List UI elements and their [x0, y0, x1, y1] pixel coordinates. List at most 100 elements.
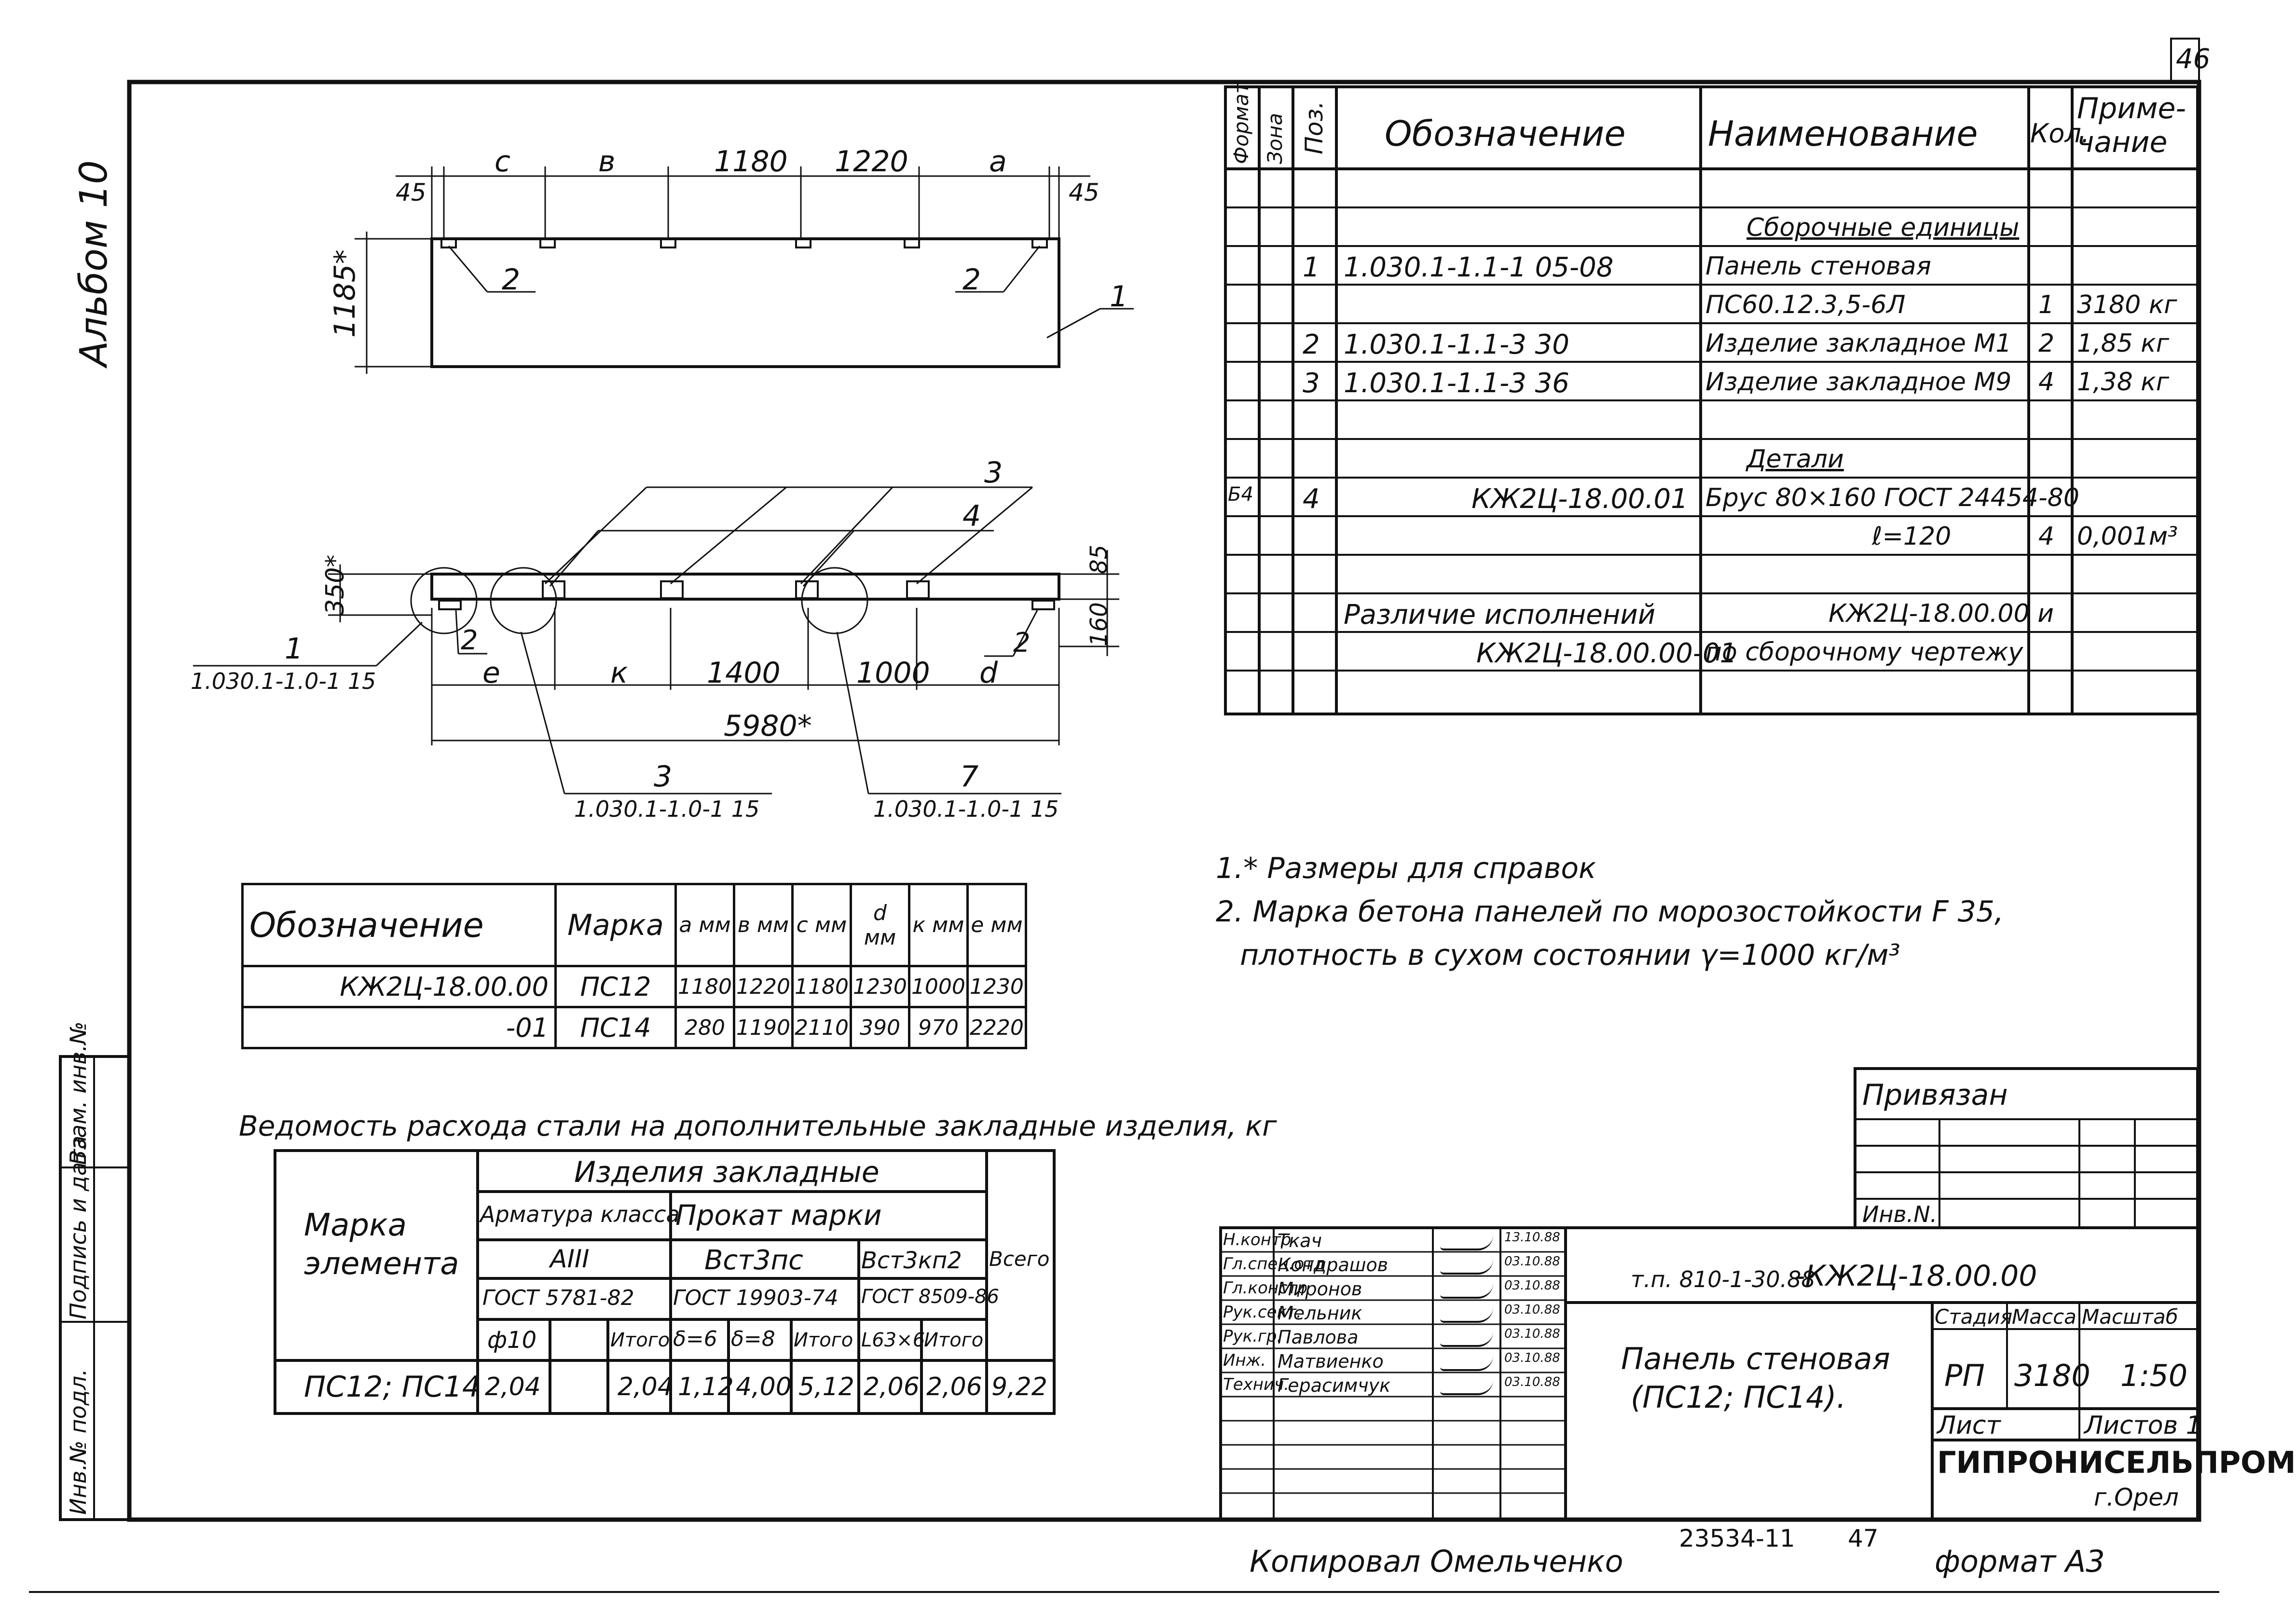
drawing-sheet: 46 Альбом 10 Инв.№ подл. Подпись и дата … — [29, 38, 2296, 1593]
var-r1-b: 1220 — [732, 965, 794, 1008]
spec-cell-designation: 1.030.1-1.1-3 30 — [1344, 329, 1569, 360]
spec-cell-name: по сборочному чертежу — [1705, 638, 2023, 667]
spec-cell-note: 1,38 кг — [2077, 368, 2170, 397]
spec-cell-pos: 3 — [1303, 368, 1320, 399]
spec-cell-qty: 1 — [2038, 290, 2055, 319]
steel-h-gost8509: ГОСТ 8509-86 — [861, 1286, 999, 1308]
steel-row-mark: ПС12; ПС14 — [304, 1370, 481, 1404]
callout-4: 4 — [962, 499, 981, 533]
var-r2-k: 970 — [907, 1006, 969, 1049]
signer-name: Матвиенко — [1278, 1351, 1384, 1372]
format-label: формат А3 — [1935, 1544, 2105, 1579]
spec-table-grid — [1224, 85, 2199, 715]
steel-h-gost5781: ГОСТ 5781-82 — [482, 1286, 634, 1310]
var-r1-mark: ПС12 — [554, 965, 677, 1008]
steel-h-vst3ps: Вст3пс — [704, 1245, 803, 1276]
spec-cell-designation: КЖ2Ц-18.00.01 — [1471, 483, 1688, 515]
signer-name: Павлова — [1278, 1327, 1359, 1348]
steel-h-d6: δ=6 — [673, 1327, 717, 1351]
var-r1-c: 1180 — [791, 965, 852, 1008]
spec-cell-designation: 1.030.1-1.1-1 05-08 — [1344, 252, 1614, 283]
dim-1000: 1000 — [856, 656, 930, 690]
dim-a: а — [989, 145, 1007, 178]
signature-mark — [1440, 1283, 1493, 1299]
tb-inv-n: Инв.N. — [1862, 1201, 1938, 1227]
var-r2-mark: ПС14 — [554, 1006, 677, 1049]
dim-d: d — [979, 656, 998, 690]
spec-cell-pos: 4 — [1303, 483, 1320, 515]
tb-sheets-h: Листов 1 — [2084, 1411, 2202, 1440]
callout-2-bottom-right: 2 — [1013, 627, 1031, 659]
var-h-designation: Обозначение — [241, 883, 557, 967]
var-h-k: к мм — [907, 883, 969, 967]
steel-h-itogo2: Итого — [794, 1329, 853, 1351]
signer-role: Рук.сект. — [1223, 1303, 1302, 1322]
spec-cell-designation: Различие исполнений — [1344, 599, 1656, 631]
tb-scale: 1:50 — [2120, 1358, 2188, 1393]
spec-h-qty: Кол. — [2030, 118, 2090, 149]
callout-3-bottom: 3 — [654, 760, 673, 794]
spec-cell-name: ПС60.12.3,5-6Л — [1705, 290, 1906, 319]
note-3: плотность в сухом состоянии γ=1000 кг/м³ — [1240, 938, 1900, 972]
frame-lines — [29, 38, 2219, 1593]
spec-cell-designation: КЖ2Ц-18.00.00-01 — [1476, 638, 1737, 669]
var-h-mark: Марка — [554, 883, 677, 967]
var-r1-k: 1000 — [907, 965, 969, 1008]
signer-date: 03.10.88 — [1504, 1351, 1560, 1365]
steel-h-itogo3: Итого — [924, 1329, 984, 1351]
steel-row-d6: 1,12 — [678, 1372, 734, 1401]
tb-stage: РП — [1944, 1358, 1985, 1393]
spec-cell-format: Б4 — [1228, 483, 1253, 506]
panel-elevation-drawing — [355, 166, 1134, 374]
var-h-a: а мм — [674, 883, 735, 967]
steel-row-itogo2: 5,12 — [798, 1372, 854, 1401]
dim-1180: 1180 — [714, 145, 788, 178]
steel-table-grid — [274, 1149, 1056, 1415]
var-r1-e: 1230 — [966, 965, 1027, 1008]
signature-mark — [1440, 1235, 1493, 1250]
signer-date: 03.10.88 — [1504, 1303, 1560, 1317]
steel-h-phi10: ф10 — [487, 1327, 537, 1354]
table-row: КЖ2Ц-18.00.00 ПС12 1180 1220 1180 1230 1… — [241, 965, 1027, 1008]
spec-cell-name: Изделие закладное М1 — [1705, 329, 2012, 358]
dim-k: к — [610, 656, 628, 690]
signer-role: Рук.гр. — [1223, 1327, 1282, 1346]
steel-h-mark-text: Марка элемента — [304, 1207, 459, 1282]
var-r2-c: 2110 — [791, 1006, 852, 1049]
signature-mark — [1440, 1331, 1493, 1347]
steel-row-itogo1: 2,04 — [618, 1372, 674, 1401]
spec-h-name: Наименование — [1708, 113, 1978, 154]
spec-cell-qty: 4 — [2038, 522, 2055, 551]
spec-cell-qty: 2 — [2038, 329, 2055, 358]
signer-name: Мельник — [1278, 1303, 1362, 1324]
steel-h-d8: δ=8 — [731, 1327, 775, 1351]
signer-name: Герасимчук — [1278, 1375, 1391, 1396]
variants-table: Обозначение Марка а мм в мм с мм d мм к … — [241, 883, 1027, 1049]
spec-cell-name: КЖ2Ц-18.00.00 и — [1829, 599, 2054, 628]
spec-cell-note: 3180 кг — [2077, 290, 2177, 319]
tb-doc-code: -КЖ2Ц-18.00.00 — [1795, 1259, 2037, 1293]
signer-role: Технич. — [1223, 1375, 1290, 1394]
title-block-grid — [1219, 1067, 2199, 1521]
note-1: 1.* Размеры для справок — [1216, 851, 1596, 885]
spec-cell-note: 0,001м³ — [2077, 522, 2178, 551]
callout-3-top: 3 — [984, 456, 1003, 490]
copied-by: Копировал Омельченко — [1250, 1544, 1623, 1579]
signature-mark — [1440, 1380, 1493, 1395]
tb-city: г.Орел — [2094, 1483, 2179, 1511]
spec-cell-pos: 1 — [1303, 252, 1320, 283]
steel-h-vst3kp2: Вст3кп2 — [861, 1247, 962, 1274]
signer-role: Н.контр — [1223, 1230, 1292, 1249]
callout-1: 1 — [1110, 280, 1128, 314]
steel-h-rebar: Арматура класса — [480, 1201, 680, 1227]
steel-h-mark: Марка элемента — [304, 1206, 463, 1283]
spec-h-note: Приме-чание — [2077, 92, 2186, 159]
steel-h-rolled: Прокат марки — [675, 1199, 882, 1232]
steel-row-l63: 2,06 — [864, 1372, 920, 1401]
steel-h-itogo1: Итого — [610, 1329, 670, 1351]
tb-title-1: Панель стеновая — [1621, 1341, 1890, 1376]
steel-row-itogo3: 2,06 — [926, 1372, 982, 1401]
ref-number: 23534-11 — [1679, 1524, 1795, 1552]
var-r2-a: 280 — [674, 1006, 735, 1049]
dim-c: с — [495, 145, 510, 178]
